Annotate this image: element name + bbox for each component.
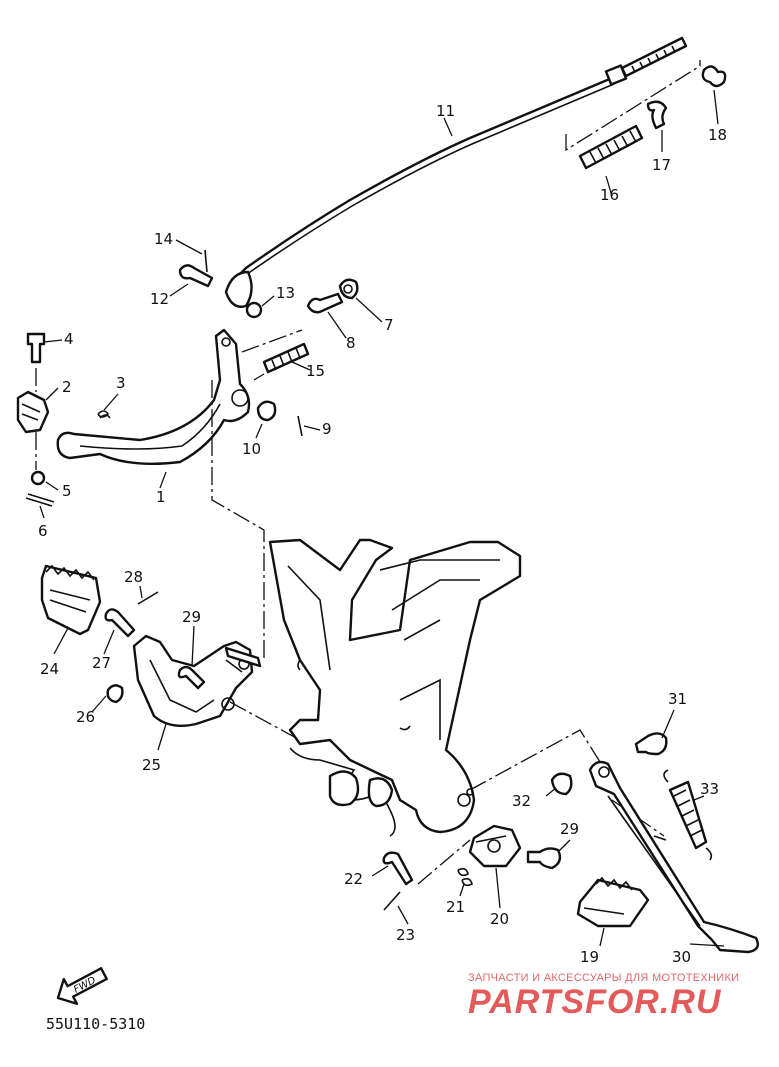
callout-22: 22 (344, 870, 363, 888)
callout-20: 20 (490, 910, 509, 928)
callout-29-lower: 29 (560, 820, 579, 838)
callout-1: 1 (156, 488, 166, 506)
clip-17 (646, 100, 668, 130)
wing-nut-18 (701, 65, 727, 88)
spring-15 (262, 342, 310, 374)
fwd-label: FWD (72, 975, 98, 996)
nut-26 (106, 684, 124, 704)
diagram-code: 55U110-5310 (46, 1015, 146, 1033)
callout-16: 16 (600, 186, 619, 204)
callout-21: 21 (446, 898, 465, 916)
footrest-19 (576, 876, 650, 928)
callout-2: 2 (62, 378, 72, 396)
bracket-2 (16, 390, 50, 434)
callout-9: 9 (322, 420, 332, 438)
callout-11: 11 (436, 102, 455, 120)
callout-23: 23 (396, 926, 415, 944)
callout-29-upper: 29 (182, 608, 201, 626)
bolt-8 (306, 292, 344, 314)
bolt-12 (178, 264, 214, 288)
callout-13: 13 (276, 284, 295, 302)
callout-19: 19 (580, 948, 599, 966)
callout-28: 28 (124, 568, 143, 586)
callout-33: 33 (700, 780, 719, 798)
callout-32: 32 (512, 792, 531, 810)
bolt-31 (634, 732, 668, 756)
callout-15: 15 (306, 362, 325, 380)
callout-4: 4 (64, 330, 74, 348)
bolt-29-lower (526, 847, 562, 870)
callout-10: 10 (242, 440, 261, 458)
callout-5: 5 (62, 482, 72, 500)
callout-12: 12 (150, 290, 169, 308)
spring-21 (457, 867, 473, 887)
frame (268, 538, 522, 837)
callout-18: 18 (708, 126, 727, 144)
fwd-arrow: FWD (56, 967, 108, 1005)
callout-6: 6 (38, 522, 48, 540)
callout-26: 26 (76, 708, 95, 726)
washer-13 (245, 301, 263, 319)
cotter-pin-14 (204, 249, 208, 273)
pin-22 (382, 851, 414, 886)
cotter-pin-23 (383, 891, 401, 911)
spring-3 (97, 410, 111, 419)
footrest-24 (40, 564, 102, 636)
bracket-20 (468, 824, 522, 868)
callout-8: 8 (346, 334, 356, 352)
nut-32 (550, 772, 573, 796)
brake-pedal (56, 328, 251, 465)
cotter-pin-28 (137, 591, 159, 605)
callout-31: 31 (668, 690, 687, 708)
cotter-pin-9 (297, 415, 303, 437)
spring-16 (578, 124, 644, 170)
callout-14: 14 (154, 230, 173, 248)
callout-7: 7 (384, 316, 394, 334)
brake-cable (224, 36, 688, 308)
callout-25: 25 (142, 756, 161, 774)
leader-lines (39, 89, 725, 947)
pin-6 (25, 493, 55, 507)
callout-17: 17 (652, 156, 671, 174)
pin-27 (104, 608, 136, 638)
nut-7 (338, 278, 359, 300)
callout-30: 30 (672, 948, 691, 966)
bolt-4 (26, 332, 46, 364)
watermark-tagline: ЗАПЧАСТИ И АКСЕССУАРЫ ДЛЯ МОТОТЕХНИКИ (468, 972, 740, 984)
callout-27: 27 (92, 654, 111, 672)
callout-24: 24 (40, 660, 59, 678)
washer-5 (30, 470, 46, 486)
bolt-29-upper (177, 665, 206, 690)
sidestand-30 (588, 760, 759, 954)
watermark-brand: PARTSFOR.RU (468, 983, 722, 1021)
callout-3: 3 (116, 374, 126, 392)
callouts: 1 2 3 4 5 6 7 8 9 10 11 12 13 14 15 16 1… (38, 102, 727, 966)
washer-10 (256, 400, 277, 422)
spring-33 (663, 769, 713, 861)
